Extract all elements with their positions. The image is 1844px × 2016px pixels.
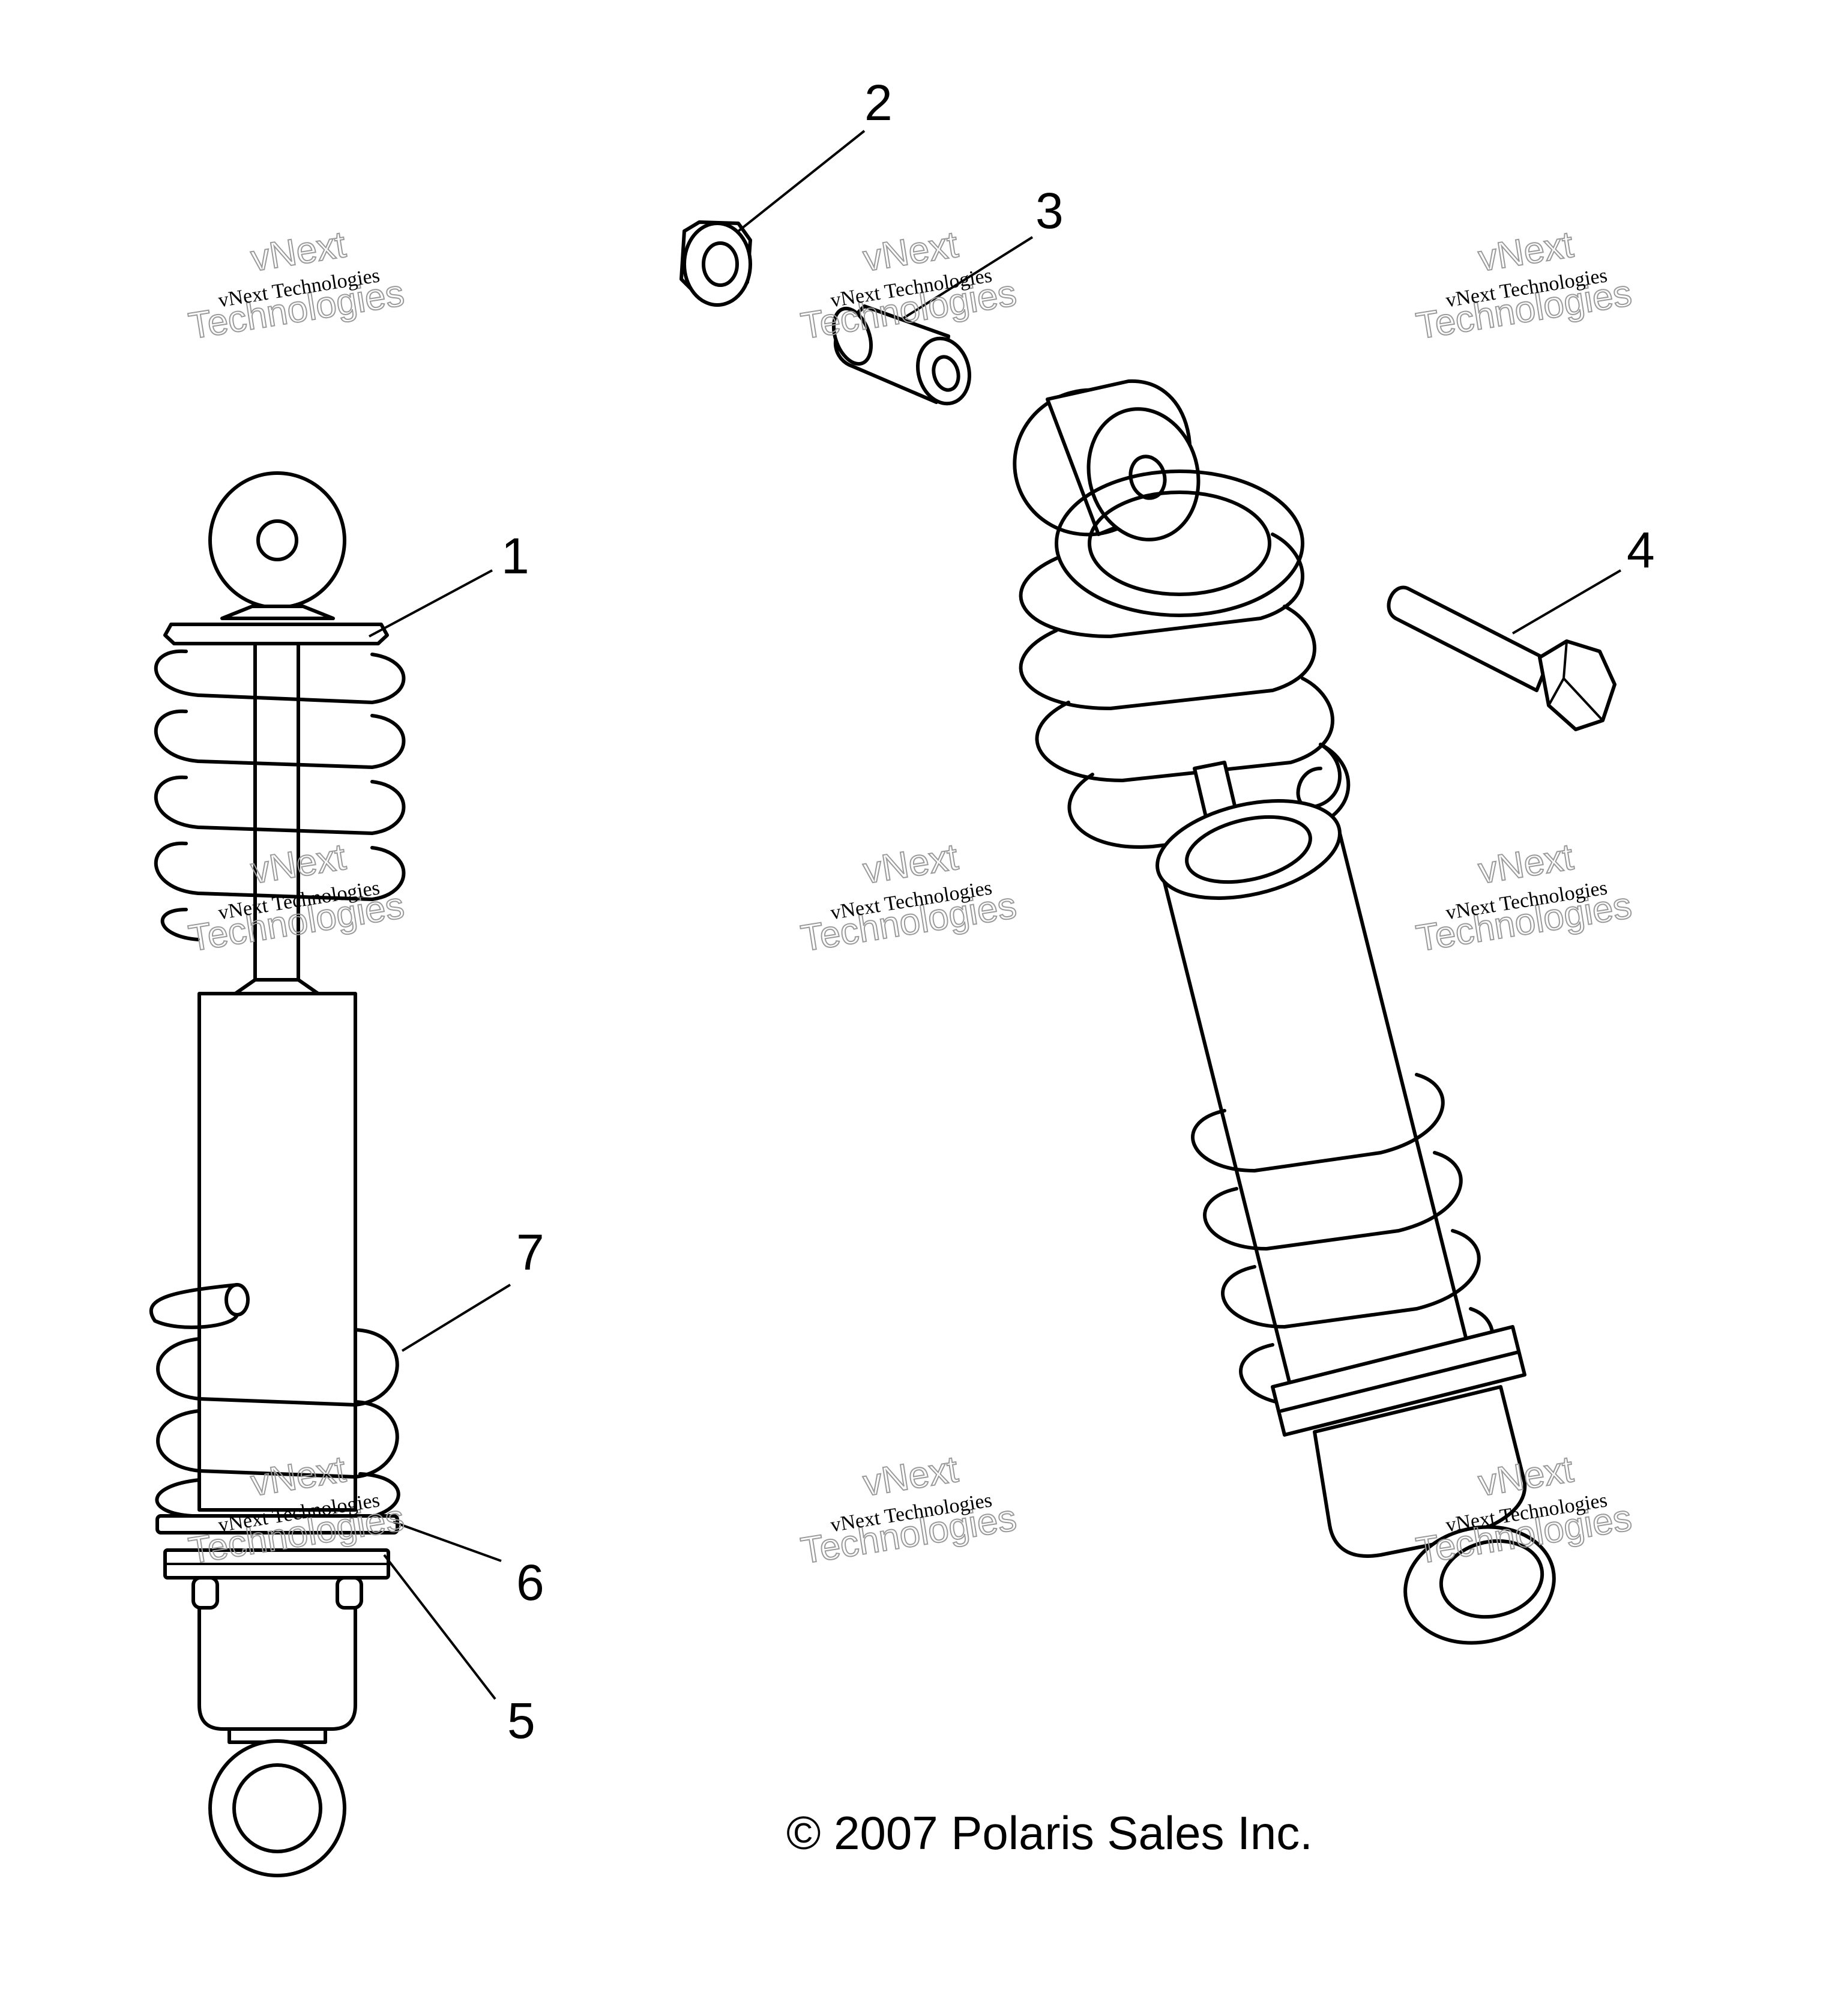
callout-6: 6	[516, 1554, 544, 1611]
watermark: vNext Technologies vNext Technologies	[1413, 223, 1635, 348]
watermark: vNext Technologies vNext Technologies	[798, 1448, 1020, 1573]
bushing-sleeve[interactable]	[827, 303, 977, 409]
flange-nut[interactable]	[679, 220, 752, 307]
watermark: vNext Technologies vNext Technologies	[185, 223, 408, 348]
shock-absorber-front-view[interactable]	[149, 471, 406, 1877]
shock-absorber-angled-view[interactable]	[998, 373, 1565, 1656]
callout-labels: 1 2 3 4 5 6 7	[501, 74, 1655, 1749]
watermark: vNext Technologies vNext Technologies	[798, 836, 1020, 961]
callout-5: 5	[507, 1692, 535, 1749]
hex-bolt[interactable]	[1387, 585, 1617, 731]
callout-2: 2	[864, 74, 893, 131]
callout-7: 7	[516, 1224, 544, 1281]
leader-lines	[369, 130, 1622, 1700]
copyright-notice: © 2007 Polaris Sales Inc.	[786, 1806, 1313, 1859]
callout-1: 1	[501, 528, 529, 584]
callout-4: 4	[1627, 522, 1655, 578]
watermark: vNext Technologies vNext Technologies	[1413, 836, 1635, 961]
watermark: vNext Technologies vNext Technologies	[798, 223, 1020, 348]
callout-3: 3	[1035, 183, 1064, 239]
